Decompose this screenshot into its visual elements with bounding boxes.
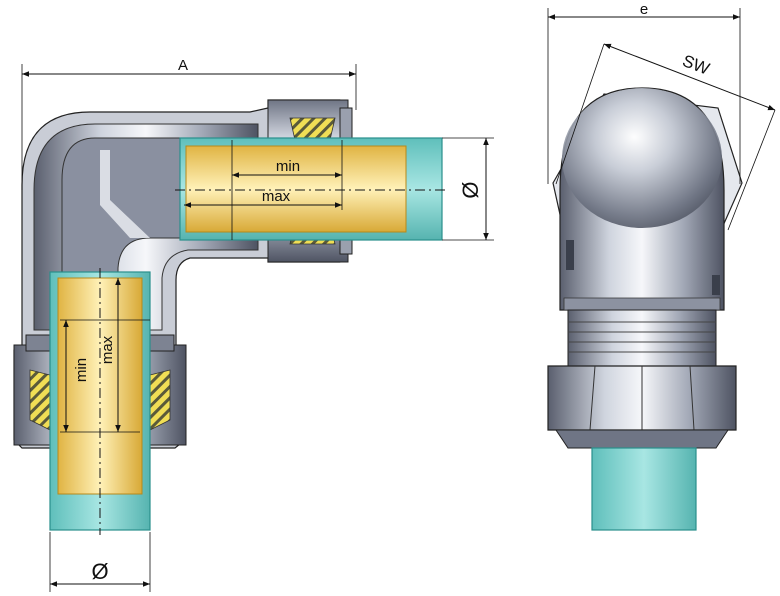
side-insert — [185, 145, 407, 233]
dimension-max-horizontal: max — [184, 188, 342, 208]
dimension-a: A — [21, 57, 357, 190]
label-sw: SW — [680, 51, 712, 79]
dimension-max-vertical: max — [99, 278, 121, 432]
marking-left — [566, 240, 574, 270]
label-max-vertical: max — [99, 335, 116, 364]
hex-nut — [547, 365, 737, 449]
label-max-horizontal: max — [262, 188, 291, 205]
label-a: A — [178, 57, 188, 74]
dimension-min-horizontal: min — [231, 140, 343, 240]
bottom-seal-right — [149, 369, 171, 431]
dimension-min-vertical: min — [60, 319, 150, 433]
label-min-horizontal: min — [276, 158, 300, 175]
dome-band — [563, 297, 721, 311]
bottom-seal-left — [29, 369, 51, 431]
threaded-neck — [567, 309, 717, 367]
side-seal-top — [289, 117, 336, 141]
elbow-bend-highlight — [100, 150, 150, 238]
label-diameter-bottom: Ø — [91, 559, 108, 584]
elbow-section-view: A min max Ø min max — [13, 57, 494, 592]
exterior-pipe — [591, 447, 697, 531]
label-min-vertical: min — [73, 358, 90, 382]
elbow-exterior-view: e SW — [547, 1, 776, 531]
label-e: e — [640, 1, 648, 18]
marking-right — [712, 275, 720, 295]
dome-cap — [562, 88, 722, 228]
dimension-diameter-bottom: Ø — [49, 532, 151, 592]
label-diameter-side: Ø — [458, 181, 483, 198]
dimension-diameter-side: Ø — [442, 137, 494, 241]
